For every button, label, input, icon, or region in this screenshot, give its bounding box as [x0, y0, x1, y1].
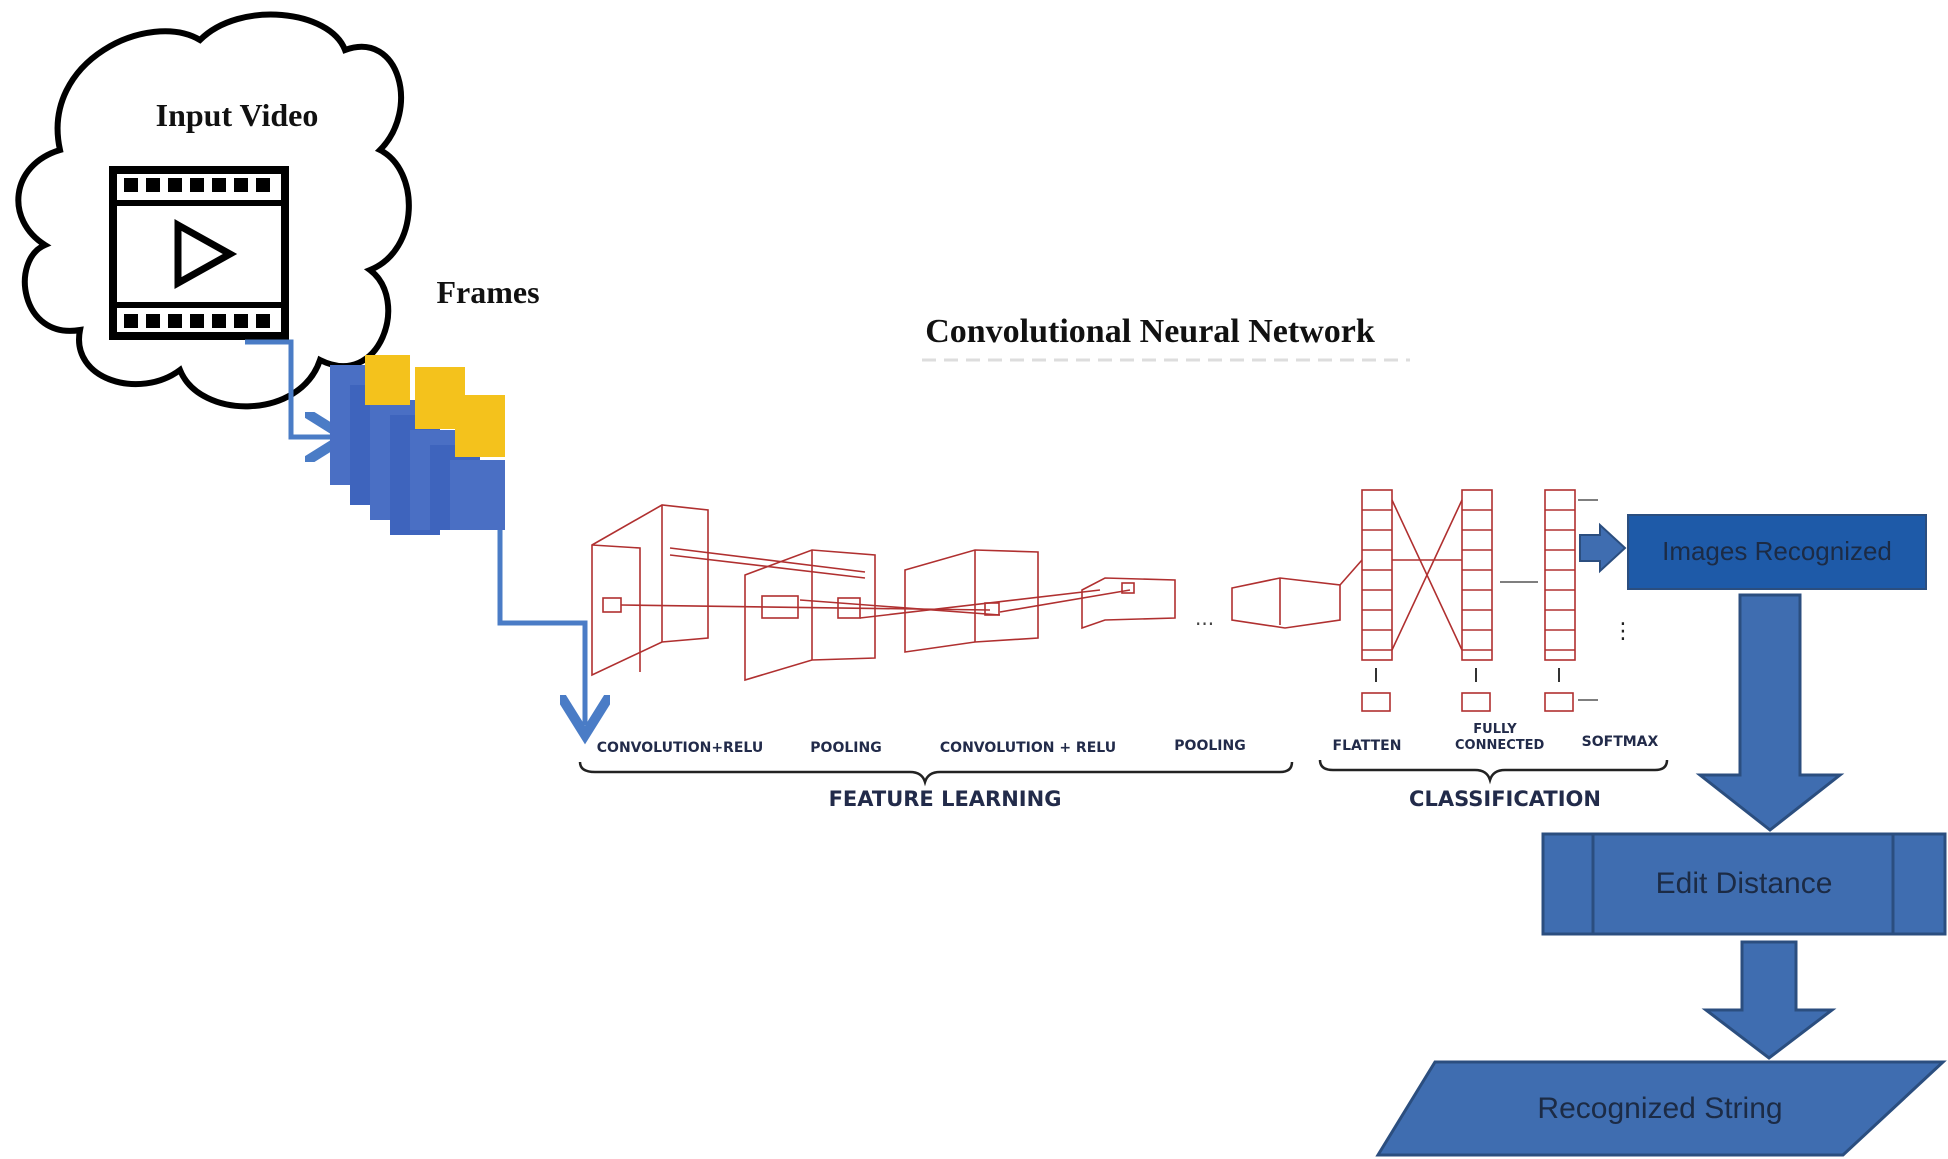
- cnn-classification-sketch: ⋮: [1339, 489, 1634, 712]
- cnn-layer-label: FLATTEN: [1333, 738, 1402, 754]
- input-video-label: Input Video: [156, 97, 319, 133]
- recognized-string-box: [1375, 1060, 1947, 1157]
- edit-distance-label: Edit Distance: [1656, 867, 1833, 900]
- svg-text:⋮: ⋮: [1612, 619, 1634, 644]
- frames-stack-icon: [330, 355, 505, 535]
- images-recognized-box: [1627, 514, 1927, 590]
- cnn-feature-learning-sketch: ...: [591, 504, 1341, 682]
- classification-label: CLASSIFICATION: [1409, 787, 1601, 811]
- frames-to-cnn-arrow: [497, 530, 585, 725]
- recognized-string-label: Recognized String: [1537, 1092, 1782, 1125]
- feature-learning-label: FEATURE LEARNING: [829, 787, 1062, 811]
- cnn-layer-fully-connected: FULLY CONNECTED: [1455, 722, 1545, 753]
- frames-label: Frames: [436, 274, 539, 310]
- down-arrow-2: [1701, 940, 1837, 1060]
- edit-distance-box: [1541, 832, 1947, 936]
- cnn-title: Convolutional Neural Network: [925, 313, 1375, 350]
- cnn-layer-label: POOLING: [810, 740, 881, 756]
- classification-brace: [1318, 759, 1669, 785]
- images-recognized-label: Images Recognized: [1662, 536, 1892, 566]
- cnn-layer-label: CONVOLUTION+RELU: [597, 740, 763, 756]
- svg-text:...: ...: [1195, 606, 1214, 630]
- cnn-layer-label: SOFTMAX: [1582, 734, 1659, 750]
- down-arrow-1: [1695, 593, 1845, 832]
- play-icon: [174, 219, 238, 289]
- cnn-layer-label: POOLING: [1174, 738, 1245, 754]
- feature-learning-brace: [578, 761, 1294, 787]
- video-to-frames-arrow: [245, 339, 335, 437]
- cnn-layer-label: CONVOLUTION + RELU: [940, 740, 1116, 756]
- cnn-to-images-arrow: [1579, 522, 1627, 574]
- cnn-layer-label: FULLY CONNECTED: [1455, 722, 1545, 753]
- video-film-icon: [109, 166, 289, 340]
